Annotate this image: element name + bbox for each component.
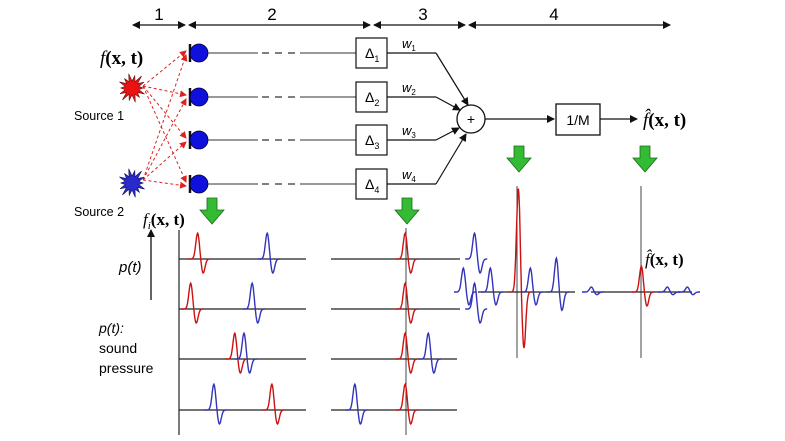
source-1-pulse (188, 231, 211, 275)
output-source-2-residual (678, 286, 700, 296)
source-1-pulse (395, 231, 418, 275)
propagation-path (142, 54, 188, 181)
summing-junction: + (456, 104, 486, 134)
delay-label: Δ4 (365, 176, 379, 195)
normalizer-box (555, 103, 601, 136)
output-source-1-pulse (632, 264, 654, 308)
stage-4-label: 4 (549, 5, 558, 24)
summed-source-2-pulse (547, 256, 569, 312)
summed-source-2-pulse (521, 266, 543, 306)
propagation-path (142, 85, 187, 183)
stage-dimension-lines: 1 2 3 4 (132, 5, 671, 29)
output-plot-label: f̂(x, t) (645, 249, 684, 269)
summed-source-2-pulse (481, 266, 503, 306)
delay-label: Δ2 (365, 89, 379, 108)
source-1-pulse (395, 382, 418, 426)
weight-label: w1 (402, 36, 416, 53)
legend-line-2: sound (99, 340, 137, 356)
output-source-2-residual (658, 286, 680, 296)
output-source-2-residual (582, 286, 604, 296)
summed-waveform (454, 186, 575, 358)
source-1-label: Source 1 (74, 109, 124, 123)
propagation-path (142, 85, 187, 98)
delay-box (355, 81, 388, 113)
summed-source-1-pulse (509, 188, 532, 349)
microphone-icon (189, 130, 209, 150)
output-signal-label: f̂(x, t) (643, 109, 686, 131)
delay-label: Δ1 (365, 45, 379, 64)
delay-box (355, 124, 388, 156)
to-summer-arrow (435, 127, 460, 141)
propagation-path (142, 50, 187, 87)
source-1-pulse (181, 281, 204, 325)
aligned-waveforms (331, 228, 488, 435)
source-2-label: Source 2 (74, 205, 124, 219)
source-2-starburst-icon (119, 168, 145, 198)
received-signal-label: fi(x, t) (143, 210, 185, 232)
green-down-arrow-icon (506, 145, 532, 173)
source-2-pulse (234, 331, 257, 375)
source-1-starburst-icon (119, 73, 145, 103)
green-down-arrow-icon (394, 197, 420, 225)
green-down-arrow-icon (199, 197, 225, 225)
channel-2: Δ2 w2 (188, 80, 461, 113)
source-2-pulse (418, 331, 441, 375)
green-down-arrow-icon (632, 145, 658, 173)
propagation-path (142, 141, 187, 181)
source-2-pulse (257, 231, 280, 275)
microphone-icon (189, 87, 209, 107)
source-1-pulse (395, 331, 418, 375)
stage-1-label: 1 (154, 5, 163, 24)
to-summer-arrow (435, 133, 467, 185)
to-summer-arrow (435, 52, 469, 106)
source-2-pulse (465, 281, 488, 325)
channel-4: Δ4 w4 (188, 133, 467, 200)
summer-plus-label: + (467, 111, 475, 127)
stage-3-label: 3 (418, 5, 427, 24)
source-2-pulse (465, 231, 488, 275)
averaged-waveform (582, 186, 700, 358)
to-summer-arrow (435, 96, 461, 111)
normalizer-label: 1/M (566, 112, 589, 128)
source-2-pulse (242, 281, 265, 325)
source-1-pulse (262, 382, 285, 426)
received-waveforms (179, 231, 306, 426)
received-signals-axes: fi(x, t) p(t) p(t): sound pressure (98, 210, 185, 435)
source-1: Source 1 (74, 73, 145, 123)
weight-label: w3 (402, 123, 416, 140)
source-2-pulse (345, 382, 368, 426)
delay-box (355, 168, 388, 200)
weight-label: w4 (402, 167, 416, 184)
pt-axis-label: p(t) (118, 259, 142, 276)
green-indicator-arrows (199, 145, 658, 225)
propagation-path (142, 98, 187, 181)
propagation-path (142, 179, 187, 189)
channel-1: Δ1 w1 (188, 36, 469, 106)
propagation-path (142, 85, 187, 139)
stage-2-label: 2 (267, 5, 276, 24)
source-signal-label: f(x, t) (100, 48, 143, 69)
normalizer-block: 1/M (555, 103, 601, 136)
source-1-pulse (395, 281, 418, 325)
source-1-pulse (225, 331, 248, 375)
delay-box (355, 37, 388, 69)
source-2: Source 2 (74, 168, 145, 219)
propagation-paths (142, 50, 188, 189)
summed-source-2-pulse (454, 266, 476, 306)
legend-line-3: pressure (99, 360, 154, 376)
source-2-pulse (204, 382, 227, 426)
microphone-icon (189, 43, 209, 63)
delay-label: Δ3 (365, 132, 379, 151)
weight-label: w2 (402, 80, 416, 97)
legend-line-1: p(t): (98, 320, 124, 336)
microphone-icon (189, 174, 209, 194)
channel-3: Δ3 w3 (188, 123, 460, 156)
